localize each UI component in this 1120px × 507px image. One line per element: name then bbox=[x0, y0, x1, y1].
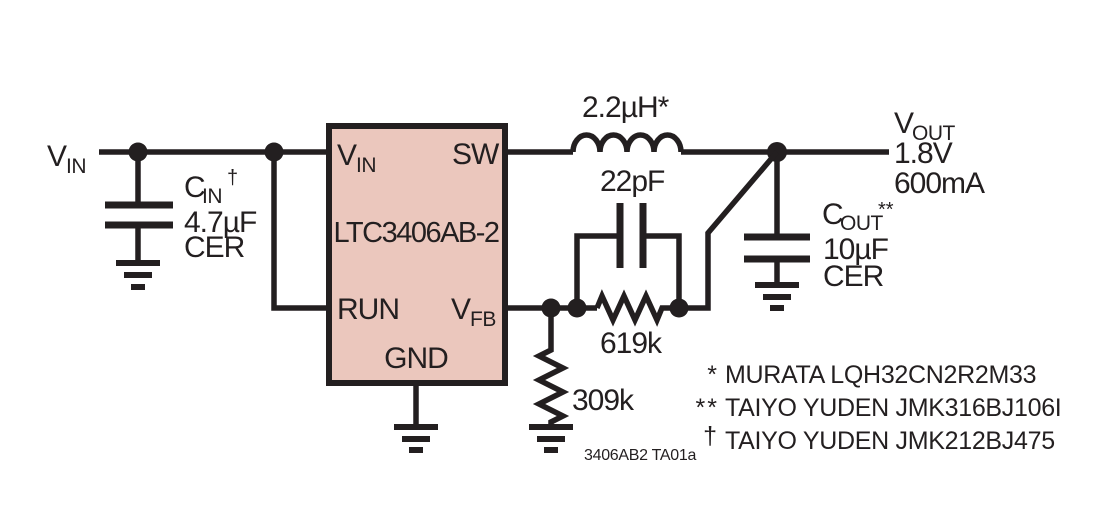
output-ground-symbol bbox=[755, 282, 799, 311]
cout-label-sub: OUT bbox=[840, 212, 884, 235]
feedback-network: 22pF 619k 309k bbox=[505, 150, 780, 453]
note-marker: * bbox=[707, 361, 719, 389]
vin-net-label: V bbox=[47, 140, 67, 173]
cin-value-label: 4.7µF bbox=[184, 206, 257, 239]
ic-pin-vin-label-sub: IN bbox=[356, 154, 376, 177]
ic-block: V IN SW LTC3406AB-2 RUN V FB GND bbox=[326, 123, 508, 453]
output-section: 2.2µH* V OUT 1.8V 600mA C OUT ** 10µF CE… bbox=[505, 91, 986, 311]
run-branch-wire bbox=[271, 152, 327, 311]
vout-net-label-sub: OUT bbox=[912, 122, 956, 145]
cout-dielectric-label: CER bbox=[823, 260, 884, 293]
junction-dot bbox=[541, 298, 561, 318]
ic-ground-symbol bbox=[394, 424, 438, 453]
resistor-619k-symbol bbox=[594, 150, 780, 327]
ic-pin-gnd-label: GND bbox=[384, 342, 448, 375]
note-text: MURATA LQH32CN2R2M33 bbox=[725, 361, 1036, 389]
vout-current-label: 600mA bbox=[894, 167, 985, 200]
cin-dielectric-label: CER bbox=[184, 231, 245, 264]
feedback-ground-symbol bbox=[529, 424, 573, 453]
feedback-cap-left-lead bbox=[574, 233, 620, 308]
feedback-cap-22pf bbox=[574, 203, 682, 308]
cin-label: C bbox=[184, 171, 205, 204]
vin-net-label-sub: IN bbox=[66, 155, 86, 178]
resistor-309k-symbol bbox=[532, 308, 570, 427]
note-marker: † bbox=[703, 422, 719, 450]
feedback-cap-value-label: 22pF bbox=[600, 165, 665, 198]
ic-body bbox=[326, 123, 508, 386]
ic-pin-run-label: RUN bbox=[337, 293, 399, 326]
note-line: * MURATA LQH32CN2R2M33 bbox=[707, 361, 1036, 389]
cout-label: C bbox=[822, 198, 843, 231]
junction-dot bbox=[264, 142, 284, 162]
input-ground-symbol bbox=[116, 260, 160, 290]
junction-dot bbox=[128, 142, 148, 162]
feedback-cap-right-lead bbox=[643, 233, 682, 308]
figure-id: 3406AB2 TA01a bbox=[584, 447, 696, 464]
note-line: ** TAIYO YUDEN JMK316BJ106I bbox=[696, 394, 1062, 422]
cout-value-label: 10µF bbox=[823, 233, 889, 266]
cin-label-sub: IN bbox=[202, 185, 222, 208]
vout-net-label: V bbox=[894, 107, 914, 140]
junction-dot bbox=[669, 298, 689, 318]
cout-label-super: ** bbox=[878, 199, 894, 221]
cout-capacitor bbox=[744, 152, 810, 283]
ic-pin-vfb-label: V bbox=[451, 293, 471, 326]
input-section: V IN C IN † 4.7µF CER bbox=[47, 140, 327, 311]
ic-pin-sw-label: SW bbox=[452, 138, 500, 171]
ic-part-number: LTC3406AB-2 bbox=[333, 217, 498, 249]
note-text: TAIYO YUDEN JMK212BJ475 bbox=[725, 427, 1055, 455]
ic-pin-vfb-label-sub: FB bbox=[470, 308, 496, 331]
note-marker: ** bbox=[696, 394, 719, 422]
note-text: TAIYO YUDEN JMK316BJ106I bbox=[725, 394, 1061, 422]
cin-label-super: † bbox=[227, 167, 238, 189]
inductor-value-label: 2.2µH* bbox=[582, 91, 670, 124]
resistor-309k-label: 309k bbox=[572, 384, 635, 417]
note-line: † TAIYO YUDEN JMK212BJ475 bbox=[703, 422, 1055, 455]
inductor-symbol bbox=[570, 132, 684, 153]
resistor-619k-label: 619k bbox=[600, 327, 663, 360]
component-notes: * MURATA LQH32CN2R2M33 ** TAIYO YUDEN JM… bbox=[696, 361, 1062, 455]
cin-capacitor bbox=[105, 152, 173, 261]
vout-voltage-label: 1.8V bbox=[894, 137, 953, 170]
junction-dot bbox=[567, 298, 587, 318]
ic-pin-vin-label: V bbox=[337, 139, 357, 172]
